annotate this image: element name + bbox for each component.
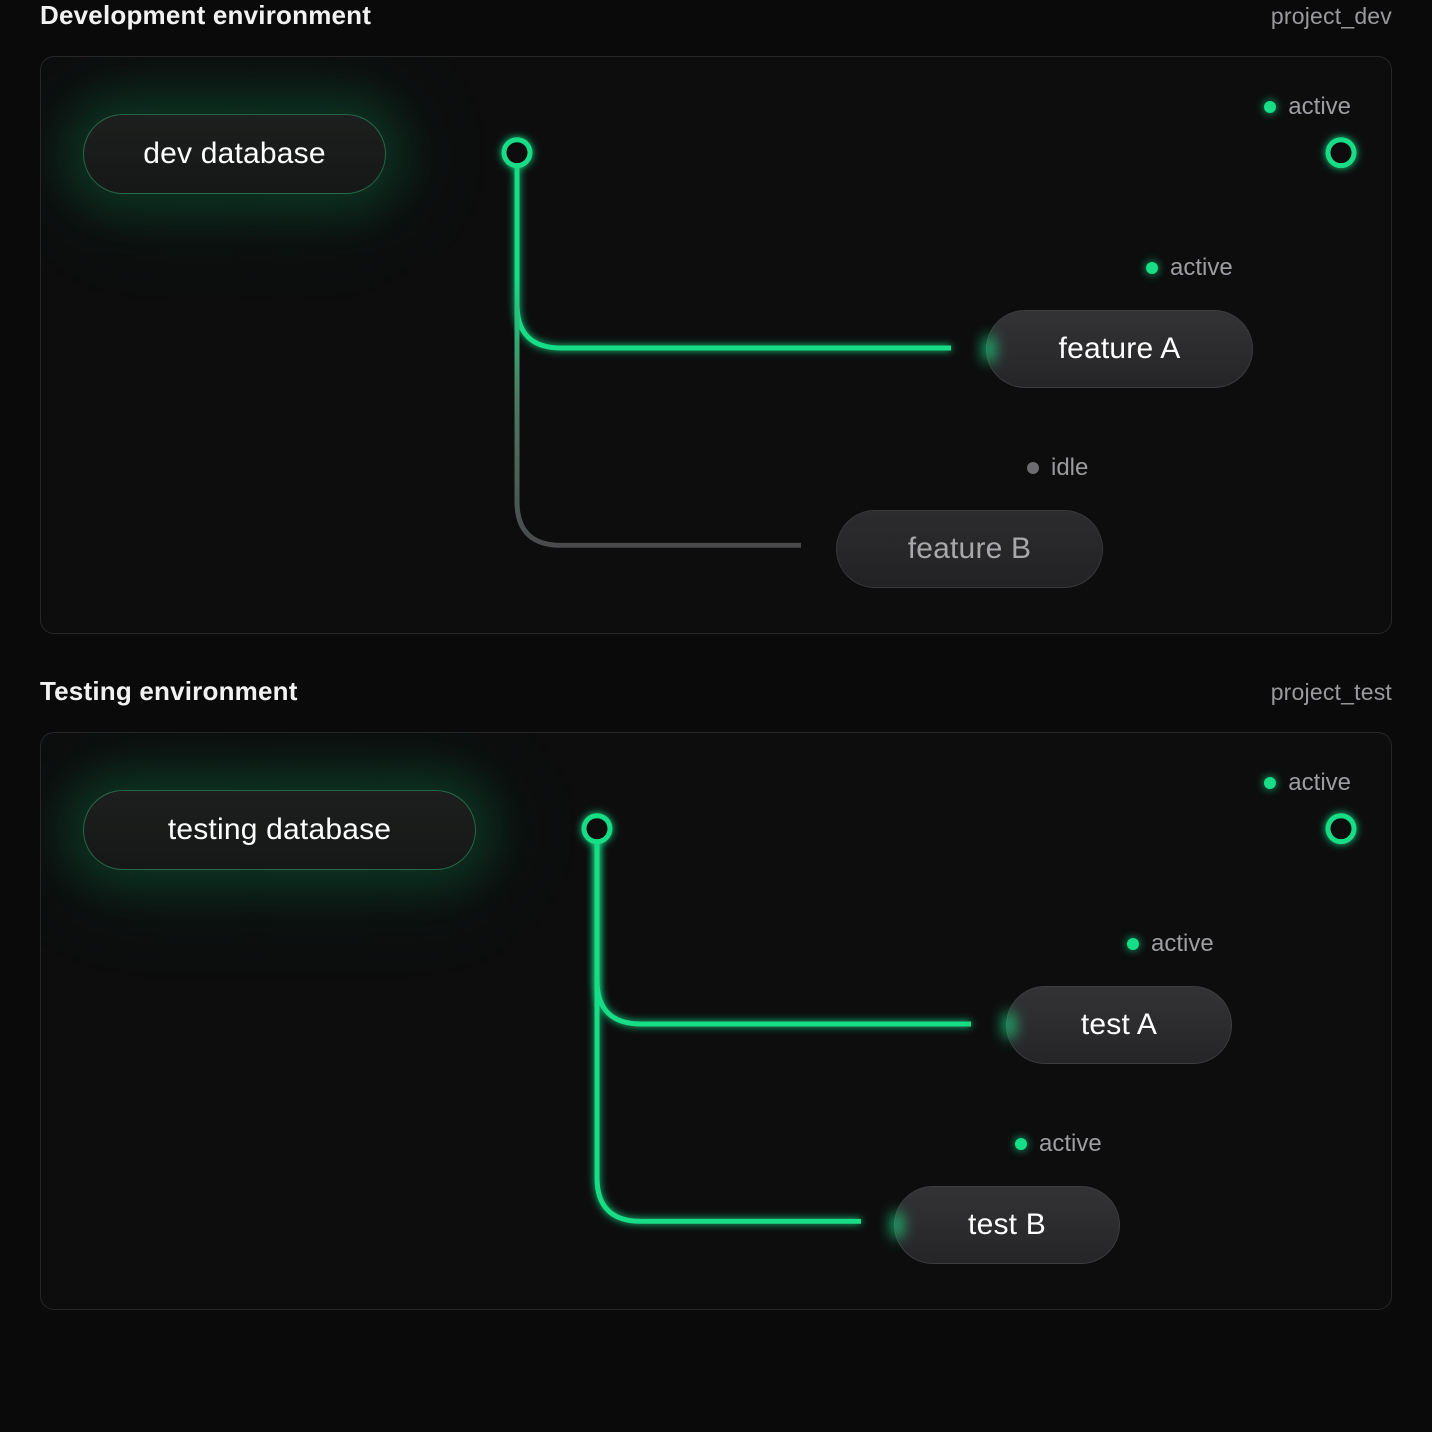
project-tag-development: project_dev <box>1270 3 1392 29</box>
project-tag-testing: project_test <box>1270 679 1392 705</box>
node-label: feature B <box>907 532 1032 565</box>
status-dot-icon <box>1264 101 1277 113</box>
endpoint-circle-testing[interactable] <box>1325 813 1357 845</box>
status-badge-trunk-development: active <box>1264 93 1351 121</box>
status-badge-feature-b: idle <box>1027 454 1088 482</box>
status-dot-icon <box>1015 1138 1027 1150</box>
status-label: active <box>1288 769 1351 796</box>
edge-branch-test-b <box>594 828 861 1224</box>
section-header-testing: Testing environment project_test <box>40 676 1392 732</box>
status-badge-test-a: active <box>1127 930 1214 958</box>
endpoint-circle-development[interactable] <box>1325 137 1357 169</box>
junction-circle-testing[interactable] <box>581 813 613 845</box>
status-label: active <box>1170 254 1233 281</box>
node-label: test A <box>1080 1008 1158 1041</box>
connection-lines-development <box>346 137 1357 548</box>
panel-development: active active idle dev database feature … <box>40 56 1392 634</box>
node-label: dev database <box>143 137 326 170</box>
node-label: test B <box>968 1208 1046 1241</box>
status-dot-icon <box>1264 777 1277 789</box>
section-development: Development environment project_dev <box>40 0 1392 634</box>
node-dev-database[interactable]: dev database <box>83 114 386 194</box>
edge-branch-feature-a <box>514 152 951 351</box>
section-testing: Testing environment project_test <box>40 676 1392 1310</box>
page-title-testing: Testing environment <box>40 676 298 706</box>
page-title-development: Development environment <box>40 0 372 30</box>
junction-circle-development[interactable] <box>501 137 533 169</box>
status-label: active <box>1288 93 1351 120</box>
edge-branch-feature-b <box>514 152 801 548</box>
connection-lines-testing <box>437 813 1357 1224</box>
node-feature-b[interactable]: feature B <box>836 510 1103 588</box>
status-label: active <box>1151 930 1214 957</box>
status-badge-trunk-testing: active <box>1264 769 1351 797</box>
status-badge-test-b: active <box>1015 1130 1102 1158</box>
status-dot-icon <box>1146 262 1158 274</box>
node-feature-a[interactable]: feature A <box>984 310 1253 388</box>
node-test-b[interactable]: test B <box>892 1186 1120 1264</box>
edge-branch-test-a <box>594 828 971 1027</box>
status-label: active <box>1039 1130 1102 1157</box>
status-dot-icon <box>1127 938 1139 950</box>
node-testing-database[interactable]: testing database <box>83 790 476 870</box>
edge-canvas-development <box>41 57 1391 633</box>
section-header-development: Development environment project_dev <box>40 0 1392 56</box>
edge-canvas-testing <box>41 733 1391 1309</box>
status-badge-feature-a: active <box>1146 254 1233 282</box>
status-label: idle <box>1051 454 1089 481</box>
node-label: feature A <box>1058 332 1181 365</box>
node-label: testing database <box>167 813 392 846</box>
status-dot-icon <box>1027 462 1039 474</box>
panel-testing: active active active testing database te… <box>40 732 1392 1310</box>
node-test-a[interactable]: test A <box>1004 986 1232 1064</box>
